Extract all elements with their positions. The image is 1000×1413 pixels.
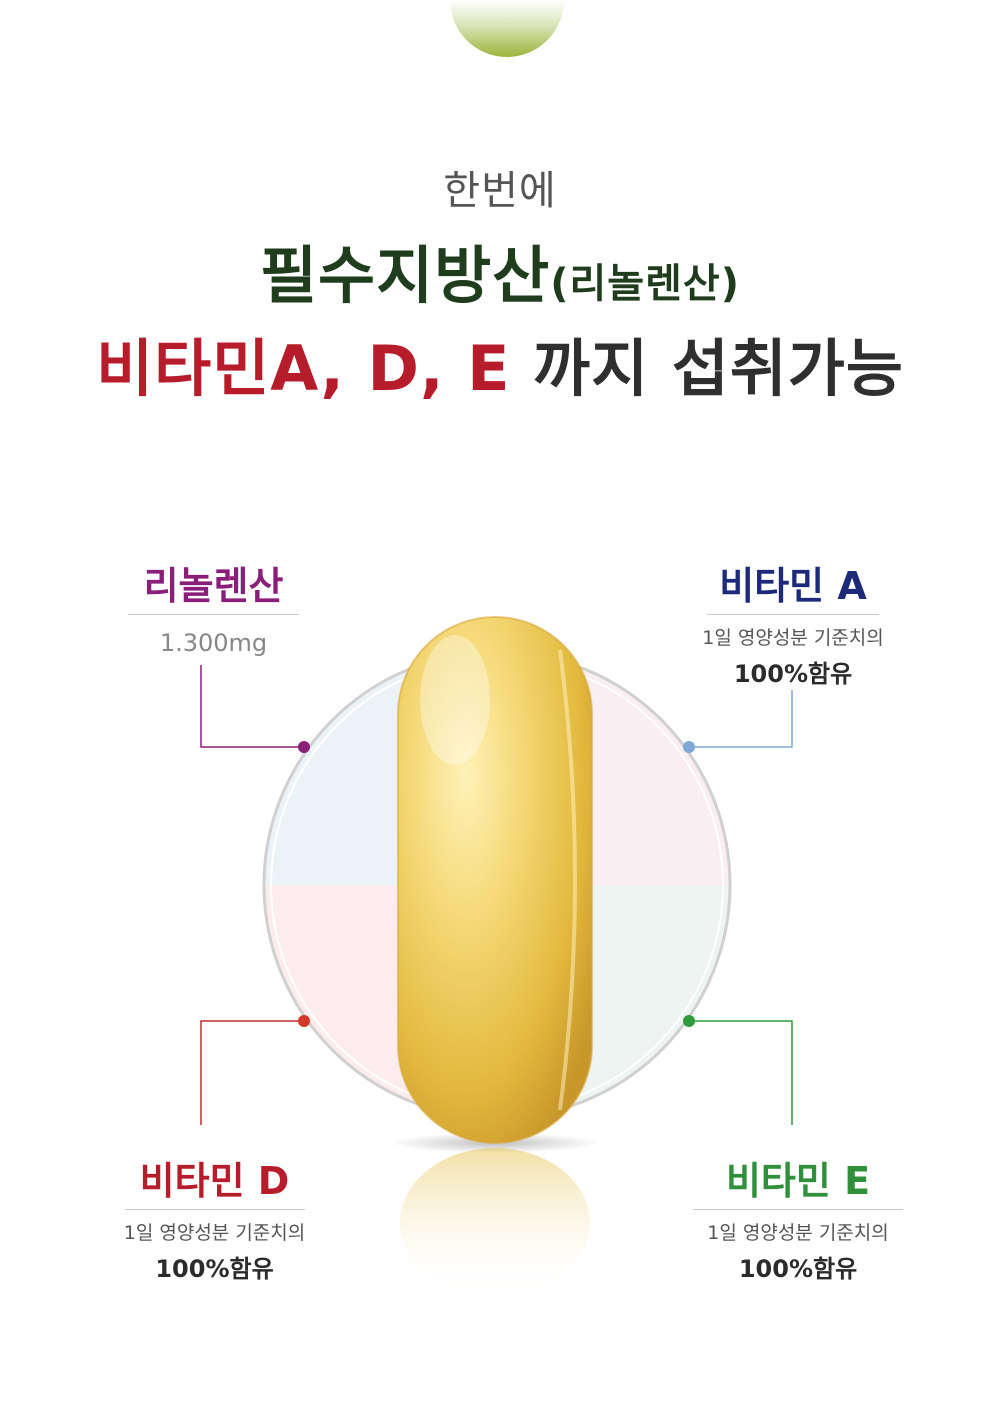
callout-vitamin-e-rule: [693, 1209, 903, 1210]
callout-vitamin-d: 비타민 D 1일 영양성분 기준치의 100%함유: [112, 1150, 317, 1284]
callout-vitamin-a-amount: 100%함유: [733, 660, 853, 688]
softgel-capsule: [397, 616, 593, 1144]
headline-line-2: 비타민A, D, E 까지 섭취가능: [0, 318, 1000, 408]
headline-main: 필수지방산: [260, 239, 551, 312]
callout-vitamin-d-rule: [124, 1209, 305, 1210]
callout-vitamin-e-amount: 100%함유: [738, 1255, 858, 1283]
callout-vitamin-a-sub: 1일 영양성분 기준치의: [702, 627, 884, 649]
callout-linolenic-value: 1.300mg: [159, 629, 268, 657]
callout-linolenic-rule: [128, 614, 299, 615]
callout-linolenic: 리놀렌산 1.300mg: [128, 555, 299, 657]
callout-vitamin-e: 비타민 E 1일 영양성분 기준치의 100%함유: [692, 1150, 904, 1284]
callout-vitamin-e-name: 비타민 E: [725, 1159, 871, 1203]
callout-linolenic-name: 리놀렌산: [143, 564, 284, 608]
headline-suffix: 까지 섭취가능: [510, 332, 904, 405]
callout-vitamin-d-name: 비타민 D: [139, 1159, 290, 1203]
headline-paren: (리놀렌산): [550, 261, 740, 307]
callout-vitamin-d-amount: 100%함유: [155, 1255, 274, 1283]
intro-text: 한번에: [443, 168, 557, 214]
callout-vitamin-a-rule: [707, 614, 879, 615]
capsule-reflection: [400, 1148, 590, 1298]
callout-vitamin-d-sub: 1일 영양성분 기준치의: [123, 1222, 306, 1244]
callout-vitamin-a: 비타민 A 1일 영양성분 기준치의 100%함유: [698, 555, 888, 689]
callout-vitamin-a-name: 비타민 A: [719, 564, 867, 608]
headline-vitamins: 비타민A, D, E: [96, 332, 511, 405]
callout-vitamin-e-sub: 1일 영양성분 기준치의: [707, 1222, 889, 1244]
headline-line-1: 필수지방산(리놀렌산): [0, 225, 1000, 315]
